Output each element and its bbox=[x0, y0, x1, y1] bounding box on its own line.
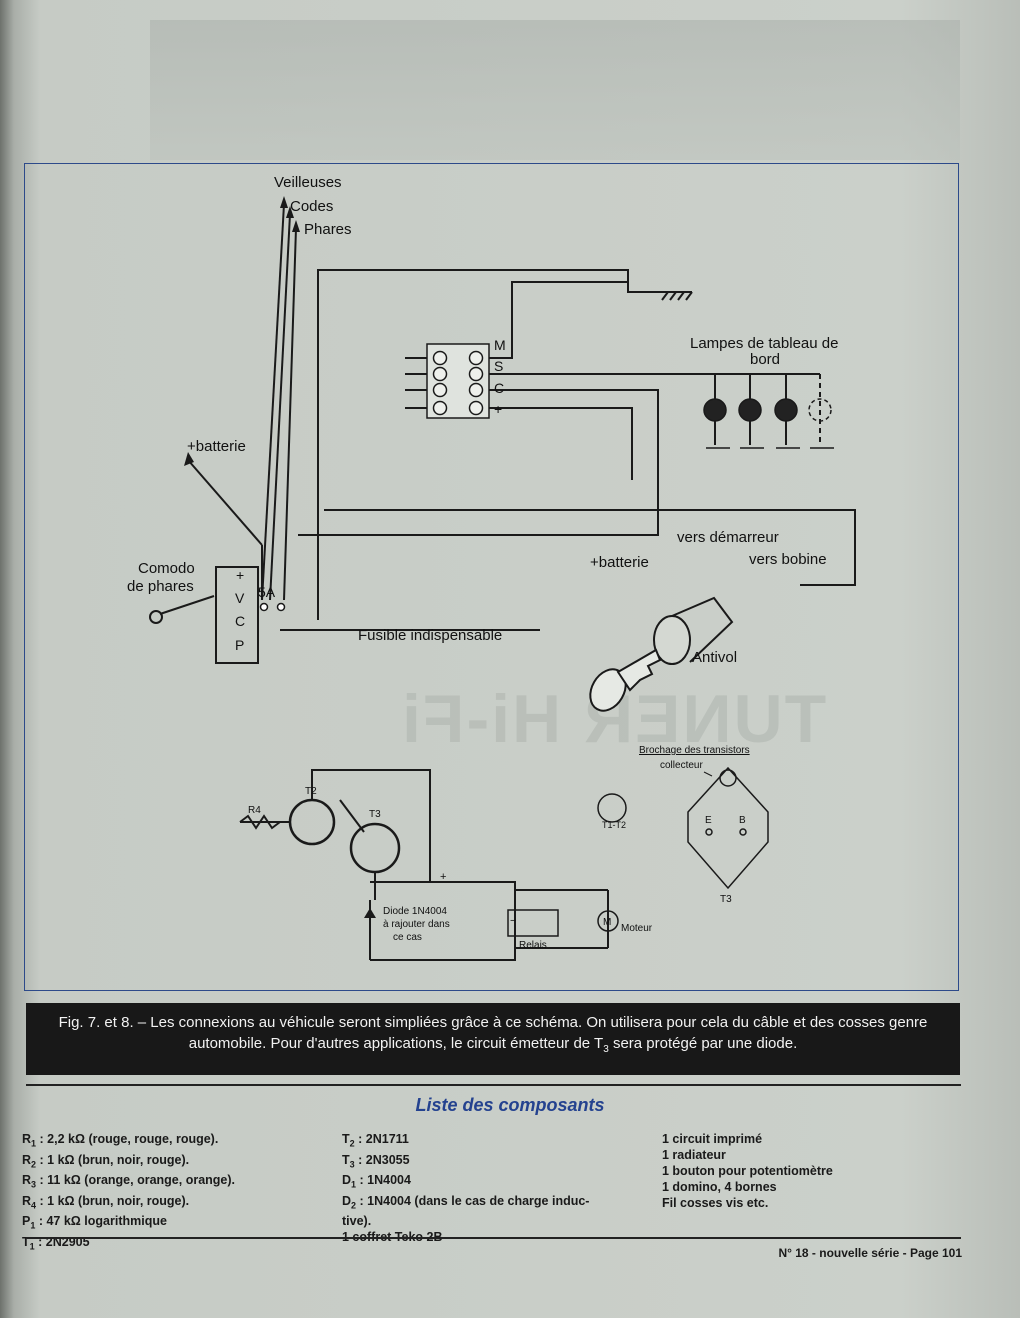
label-veilleuses: Veilleuses bbox=[274, 174, 342, 191]
label-vers-bobine: vers bobine bbox=[749, 551, 827, 568]
component-item: Fil cosses vis etc. bbox=[662, 1196, 769, 1210]
label-minus-relay: − bbox=[510, 915, 516, 927]
terminal-c: C bbox=[494, 380, 504, 396]
label-diode-1: Diode 1N4004 bbox=[383, 906, 447, 917]
terminal-plus: + bbox=[494, 401, 502, 417]
label-batterie-right: +batterie bbox=[590, 554, 649, 571]
component-item: 1 radiateur bbox=[662, 1148, 726, 1162]
label-t1t2: T1-T2 bbox=[602, 820, 626, 830]
comodo-c: C bbox=[235, 613, 245, 629]
component-item: 1 bouton pour potentiomètre bbox=[662, 1164, 833, 1178]
label-diode-3: ce cas bbox=[393, 932, 422, 943]
components-title: Liste des composants bbox=[415, 1095, 605, 1115]
component-item: R2 : 1 kΩ (brun, noir, rouge). bbox=[22, 1152, 190, 1170]
caption-text-a: Fig. 7. et 8. – Les connexions au véhicu… bbox=[58, 1014, 928, 1052]
component-item: R3 : 11 kΩ (orange, orange, orange). bbox=[22, 1173, 236, 1190]
wiring-diagram: Veilleuses Codes Phares Lampes de tablea… bbox=[127, 174, 856, 961]
component-item: D1 : 1N4004 bbox=[342, 1173, 411, 1190]
label-moteur-symbol: M bbox=[603, 917, 611, 928]
component-item: R4 : 1 kΩ (brun, noir, rouge). bbox=[22, 1193, 190, 1211]
figure-caption: Fig. 7. et 8. – Les connexions au véhicu… bbox=[26, 1003, 960, 1075]
antivol-barrel bbox=[653, 596, 734, 665]
page-footer: N° 18 - nouvelle série - Page 101 bbox=[778, 1246, 962, 1260]
components-col-3: 1 circuit imprimé 1 radiateur 1 bouton pou… bbox=[662, 1131, 833, 1211]
fuse-rating: 5A bbox=[258, 584, 276, 600]
label-comodo-1: Comodo bbox=[138, 560, 195, 577]
caption-sub: 3 bbox=[603, 1044, 609, 1055]
label-moteur: Moteur bbox=[621, 923, 653, 934]
label-antivol: Antivol bbox=[692, 649, 737, 666]
component-item: P1 : 47 kΩ logarithmique bbox=[22, 1214, 167, 1231]
label-codes: Codes bbox=[290, 198, 333, 215]
label-vers-demarreur: vers démarreur bbox=[677, 529, 779, 546]
show-through-area bbox=[150, 20, 960, 160]
component-item: tive). bbox=[342, 1214, 372, 1228]
comodo-plus: + bbox=[236, 567, 244, 583]
label-fusible: Fusible indispensable bbox=[358, 627, 502, 644]
component-item: T2 : 2N1711 bbox=[342, 1132, 409, 1149]
comodo-v: V bbox=[235, 590, 245, 606]
component-item: 1 circuit imprimé bbox=[662, 1132, 763, 1146]
label-phares: Phares bbox=[304, 221, 352, 238]
label-comodo-2: de phares bbox=[127, 578, 194, 595]
components-col-1: R1 : 2,2 kΩ (rouge, rouge, rouge). R2 : 1… bbox=[22, 1131, 235, 1254]
label-t2: T2 bbox=[305, 786, 317, 797]
label-lampes-1: Lampes de tableau de bbox=[690, 335, 838, 352]
figure-frame bbox=[24, 163, 959, 991]
component-item: D2 : 1N4004 (dans le cas de charge induc… bbox=[342, 1193, 590, 1211]
caption-text-b: sera protégé par une diode. bbox=[608, 1035, 798, 1052]
label-r4: R4 bbox=[248, 805, 261, 816]
label-plus-top: + bbox=[440, 871, 446, 883]
label-pin-b: B bbox=[739, 815, 746, 826]
key-shape bbox=[589, 648, 662, 712]
label-batterie-left: +batterie bbox=[187, 438, 246, 455]
label-t3: T3 bbox=[369, 809, 381, 820]
terminal-m: M bbox=[494, 337, 506, 353]
label-pin-e: E bbox=[705, 815, 712, 826]
components-col-2: T2 : 2N1711 T3 : 2N3055 D1 : 1N4004 D2 : 1N… bbox=[342, 1131, 589, 1245]
label-lampes-2: bord bbox=[750, 351, 780, 368]
rule-top bbox=[26, 1084, 961, 1086]
component-item: R1 : 2,2 kΩ (rouge, rouge, rouge). bbox=[22, 1132, 219, 1149]
label-collecteur: collecteur bbox=[660, 760, 703, 771]
comodo-p: P bbox=[235, 637, 244, 653]
label-brochage: Brochage des transistors bbox=[639, 745, 750, 756]
terminal-s: S bbox=[494, 358, 503, 374]
label-diode-2: à rajouter dans bbox=[383, 919, 450, 930]
label-relais: Relais bbox=[519, 940, 547, 951]
rule-bottom bbox=[26, 1237, 961, 1239]
component-item: T3 : 2N3055 bbox=[342, 1152, 410, 1170]
label-t3-case: T3 bbox=[720, 894, 732, 905]
component-item: 1 domino, 4 bornes bbox=[662, 1180, 777, 1194]
